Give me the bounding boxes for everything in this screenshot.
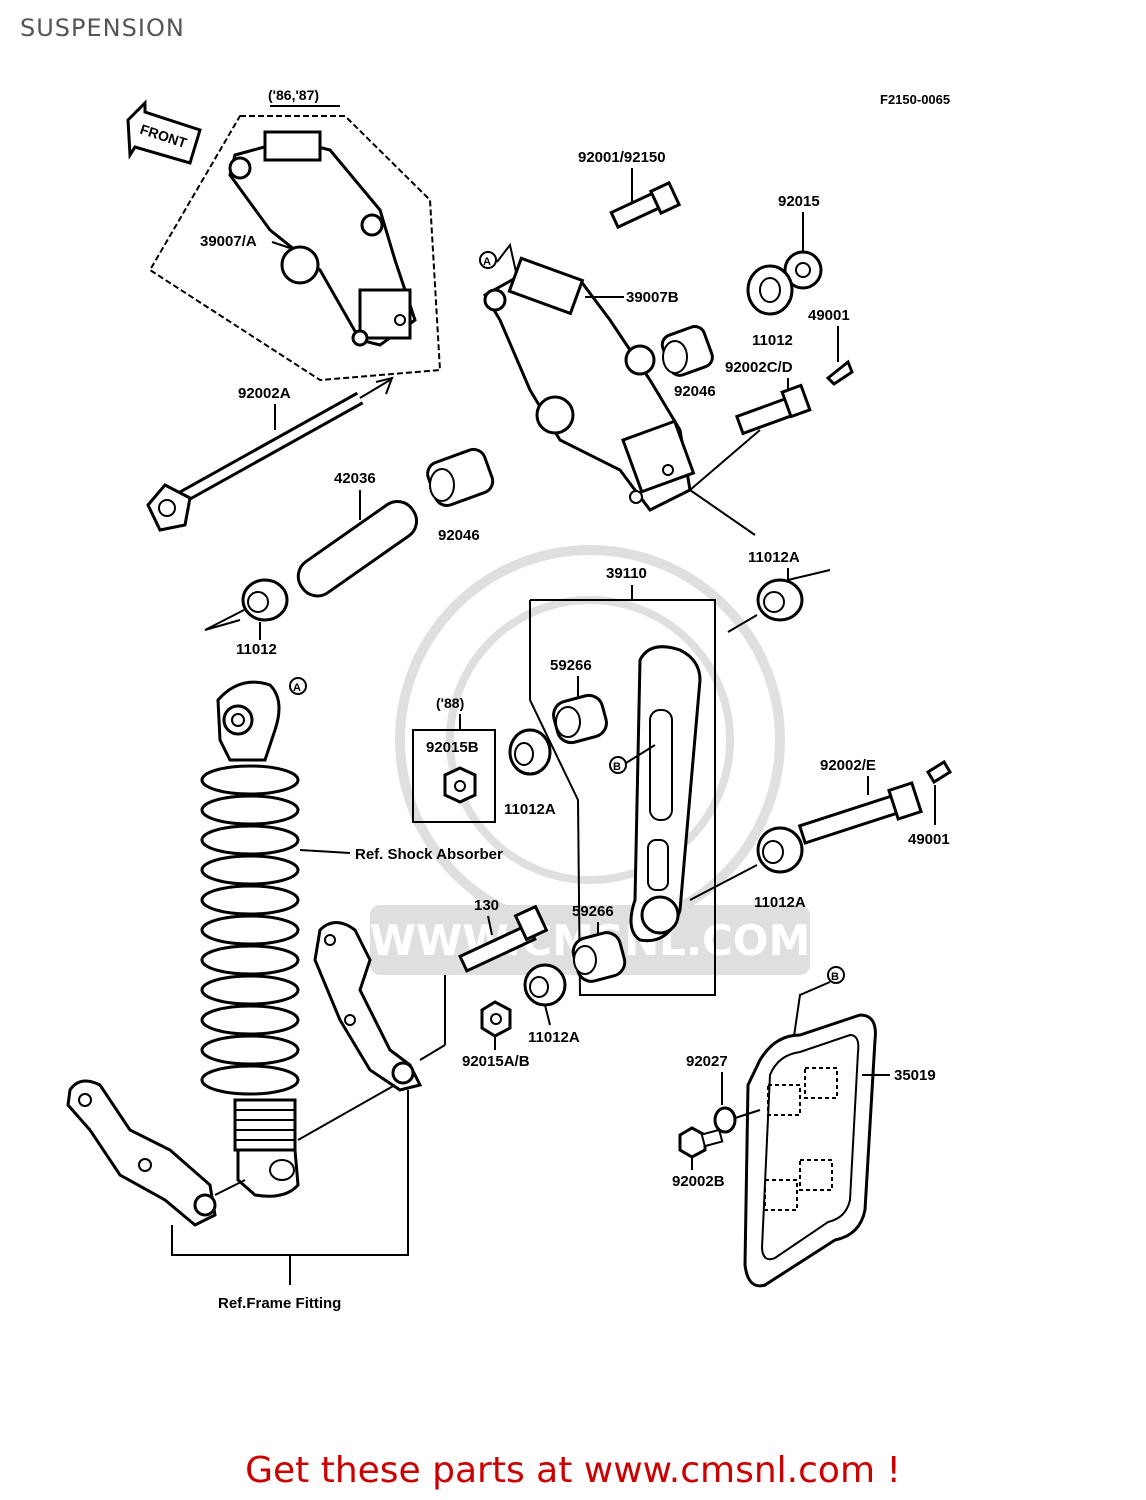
label-39007a: 39007/A (200, 233, 257, 250)
front-arrow-icon: FRONT (126, 99, 202, 165)
guard-35019: 35019 (743, 1013, 936, 1288)
callout-b-bot: B (791, 966, 845, 1051)
label-39110: 39110 (606, 565, 647, 582)
variant-8687-group: ('86,'87) 39007/A (148, 87, 442, 382)
label-92046-top: 92046 (674, 383, 716, 400)
label-92015ab: 92015A/B (462, 1053, 530, 1070)
svg-text:B: B (831, 971, 839, 983)
label-59266-bot: 59266 (572, 903, 614, 920)
collar-11012a-top: 11012A (689, 489, 831, 633)
label-ref-frame: Ref.Frame Fitting (218, 1295, 341, 1312)
label-92027: 92027 (686, 1053, 728, 1070)
svg-text:A: A (293, 682, 301, 694)
label-92002e: 92002/E (820, 757, 876, 774)
label-11012-left: 11012 (236, 641, 277, 658)
bolt-92002e: 92002/E (797, 757, 923, 845)
frame-bracket-left (66, 1079, 246, 1227)
bolt-92002a: 92002A (146, 376, 394, 532)
washer-92027: 92027 (686, 1053, 761, 1134)
label-92002cd: 92002C/D (725, 359, 793, 376)
bracket-39007b: 39007B (482, 256, 696, 512)
bolt-92001: 92001/92150 (578, 149, 682, 230)
parts-diagram: WWW.CMSNL.COM F2150-0065 FRONT ('86,'87)… (66, 87, 953, 1312)
callout-a-shock: A (289, 677, 307, 695)
figure-code: F2150-0065 (880, 92, 950, 107)
svg-text:A: A (483, 256, 491, 268)
collar-11012a-right: 11012A (689, 826, 806, 911)
bolt-130: 130 (419, 897, 549, 1061)
variant-88-group: ('88) 92015B (412, 695, 496, 823)
sleeve-42036: 42036 (296, 470, 419, 598)
frame-bracket-right (297, 921, 423, 1141)
label-11012-top: 11012 (752, 332, 793, 349)
label-92046-mid: 92046 (438, 527, 480, 544)
label-59266-top: 59266 (550, 657, 592, 674)
grease-nipple-49001-mid: 49001 (908, 759, 953, 848)
collar-11012a-mid: 11012A (504, 728, 556, 818)
frame-ref-bracket: Ref.Frame Fitting (171, 1090, 409, 1312)
variant-88-label: ('88) (436, 695, 464, 711)
collar-11012-left: 11012 (204, 578, 289, 658)
callout-b-mid: B (609, 744, 656, 774)
bearing-92046-top: 92046 (660, 324, 716, 400)
grease-nipple-49001-top: 49001 (808, 307, 854, 386)
label-11012a-right: 11012A (754, 894, 806, 911)
label-92002b: 92002B (672, 1173, 725, 1190)
label-49001-top: 49001 (808, 307, 850, 324)
label-92015: 92015 (778, 193, 820, 210)
variant-8687-label: ('86,'87) (268, 87, 319, 103)
collar-59266-top: 59266 (550, 657, 608, 745)
page-title: SUSPENSION (20, 14, 185, 42)
label-49001-mid: 49001 (908, 831, 950, 848)
label-92002a: 92002A (238, 385, 291, 402)
collar-11012-top: 11012 (746, 264, 794, 349)
bolt-92002b: 92002B (672, 1126, 725, 1190)
label-130: 130 (474, 897, 499, 914)
label-42036: 42036 (334, 470, 376, 487)
tie-rod-group-39110: 39110 (529, 565, 716, 996)
nut-92015ab: 92015A/B (462, 1000, 530, 1070)
label-92001: 92001/92150 (578, 149, 666, 166)
collar-11012a-bot: 11012A (523, 963, 580, 1046)
bolt-92002cd: 92002C/D (689, 359, 812, 491)
shock-absorber: Ref. Shock Absorber (200, 680, 503, 1198)
label-11012a-bot: 11012A (528, 1029, 580, 1046)
svg-text:B: B (613, 761, 621, 773)
label-11012a-mid: 11012A (504, 801, 556, 818)
label-92015b: 92015B (426, 739, 479, 756)
promo-link[interactable]: Get these parts at www.cmsnl.com ! (245, 1450, 901, 1491)
label-35019: 35019 (894, 1067, 936, 1084)
label-39007b: 39007B (626, 289, 679, 306)
label-ref-shock: Ref. Shock Absorber (355, 846, 503, 863)
label-11012a-top: 11012A (748, 549, 800, 566)
collar-59266-bot: 59266 (571, 903, 627, 983)
nut-92015: 92015 (778, 193, 823, 290)
bearing-92046-mid: 92046 (426, 447, 495, 544)
